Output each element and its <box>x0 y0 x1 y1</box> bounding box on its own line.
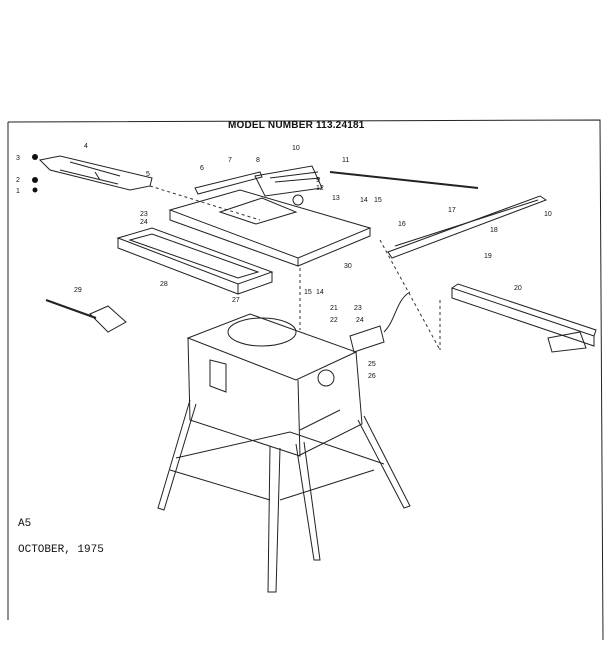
callout: 8 <box>256 157 260 164</box>
part-rod <box>329 171 479 189</box>
part-right-extension <box>450 283 597 353</box>
part-extension-wing <box>116 227 274 295</box>
callout: 14 <box>360 197 368 204</box>
callout-labels: 4 3 2 1 5 6 7 8 10 11 9 12 13 14 15 16 1… <box>16 143 552 380</box>
callout: 15 <box>374 197 382 204</box>
assembly-lines <box>149 185 441 351</box>
saw-stand-legs <box>157 399 411 593</box>
title: MODEL NUMBER 113.24181 <box>228 120 365 131</box>
callout: 11 <box>342 157 349 164</box>
callout: 23 <box>140 211 148 218</box>
callout: 21 <box>330 305 338 312</box>
callout: 18 <box>490 227 498 234</box>
callout: 29 <box>74 287 82 294</box>
callout: 2 <box>16 177 20 184</box>
callout: 24 <box>356 317 364 324</box>
callout: 10 <box>292 145 300 152</box>
callout: 10 <box>544 211 552 218</box>
callout: 7 <box>228 157 232 164</box>
callout: 5 <box>146 171 150 178</box>
callout: 17 <box>448 207 456 214</box>
callout: 20 <box>514 285 522 292</box>
border-frame <box>7 119 604 641</box>
callout: 26 <box>368 373 376 380</box>
callout: 25 <box>368 361 376 368</box>
callout: 6 <box>200 165 204 172</box>
callout: 9 <box>316 177 320 184</box>
part-table-top <box>168 189 372 267</box>
callout: 23 <box>354 305 362 312</box>
callout: 14 <box>316 289 324 296</box>
callout: 28 <box>160 281 168 288</box>
saw-cabinet <box>186 313 363 457</box>
callout: 3 <box>16 155 20 162</box>
part-motor <box>349 291 411 353</box>
callout: 13 <box>332 195 340 202</box>
callout: 30 <box>344 263 352 270</box>
callout: 12 <box>316 185 324 192</box>
callout: 22 <box>330 317 338 324</box>
callout: 1 <box>16 188 20 195</box>
part-miter-gauge <box>45 299 127 333</box>
callout: 27 <box>232 297 240 304</box>
drawing-date: OCTOBER, 1975 <box>18 544 104 556</box>
part-rails <box>194 165 323 197</box>
callout: 24 <box>140 219 148 226</box>
callout: 15 <box>304 289 312 296</box>
part-fence-rail <box>387 195 548 259</box>
drawing-code: A5 <box>18 518 32 530</box>
part-bracket <box>38 155 153 191</box>
callout: 16 <box>398 221 406 228</box>
callout: 19 <box>484 253 492 260</box>
callout: 4 <box>84 143 88 150</box>
